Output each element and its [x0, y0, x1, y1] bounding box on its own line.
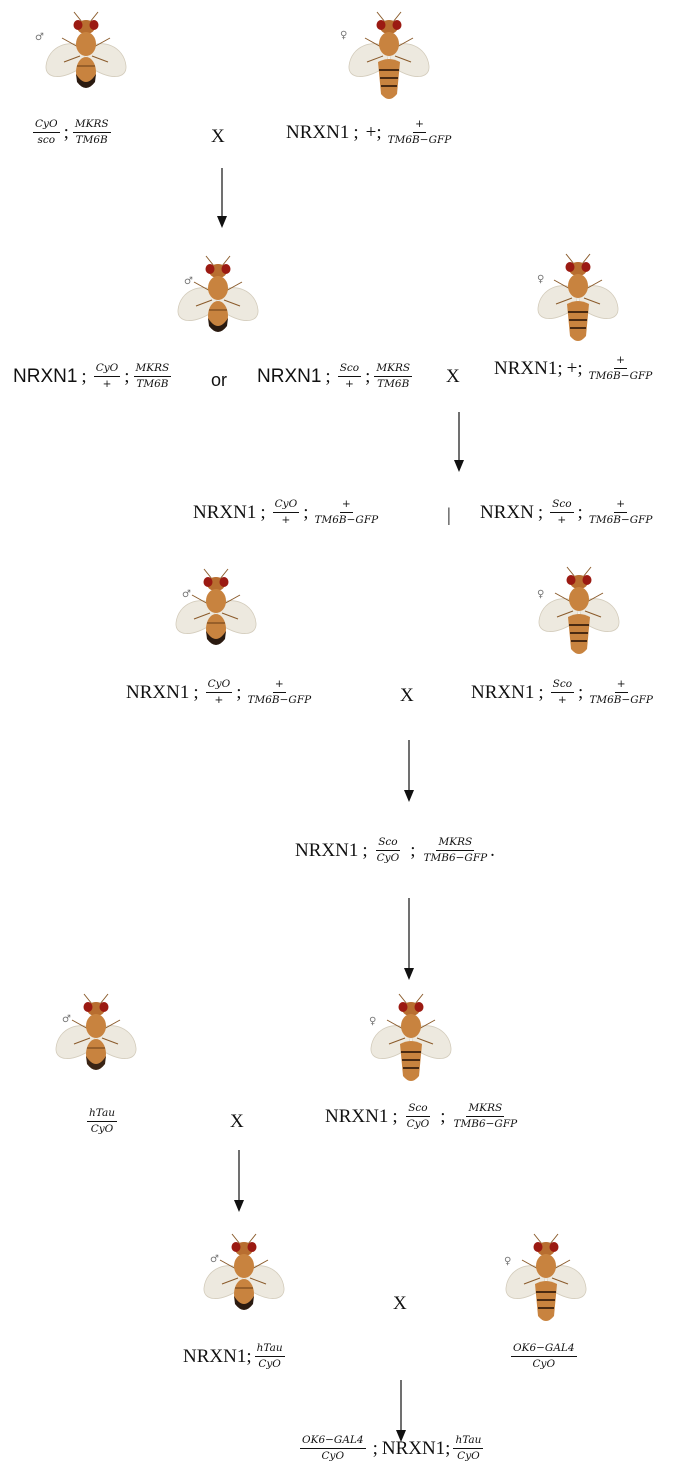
cross-symbol: X: [393, 1293, 407, 1315]
fly-female-f2: ♀: [533, 563, 625, 661]
female-symbol: ♀: [504, 1256, 511, 1267]
genotype-f2-b: NRXN; Sco+ ; +TM6B−GFP: [480, 498, 658, 527]
fly-male-htau: ♂: [50, 990, 142, 1088]
fly-male-parent-1: ♂: [40, 8, 132, 106]
arrow-down-3: [402, 740, 416, 802]
fly-female-parent-1: ♀: [343, 8, 435, 106]
cross-symbol: X: [446, 366, 460, 388]
cross-symbol: X: [211, 126, 225, 148]
male-symbol: ♂: [35, 32, 44, 43]
female-symbol: ♀: [340, 30, 347, 41]
fraction-plus-tm6b-gfp: +TM6B−GFP: [386, 118, 454, 147]
cross-symbol: X: [230, 1111, 244, 1133]
fly-male-f2: ♂: [170, 565, 262, 663]
genotype-f2-female-cross: NRXN1; Sco+ ; +TM6B−GFP: [471, 678, 658, 707]
fly-male-nrxn1-htau: ♂: [198, 1230, 290, 1328]
arrow-down-4: [402, 898, 416, 980]
male-symbol: ♂: [182, 589, 191, 600]
female-symbol: ♀: [537, 274, 544, 285]
genotype-f2-a: NRXN1; CyO+ ; +TM6B−GFP: [193, 498, 383, 527]
arrow-down-6: [394, 1380, 408, 1442]
arrow-down-1: [215, 168, 229, 228]
male-symbol: ♂: [62, 1014, 71, 1025]
pipe-separator: |: [447, 505, 451, 527]
fly-female-f1: ♀: [532, 250, 624, 348]
female-symbol: ♀: [537, 589, 544, 600]
arrow-down-2: [452, 412, 466, 472]
fly-female-stock: ♀: [365, 990, 457, 1088]
or-label: or: [211, 370, 227, 391]
female-symbol: ♀: [369, 1016, 376, 1027]
cross-symbol: X: [400, 685, 414, 707]
fly-female-ok6: ♀: [500, 1230, 592, 1328]
genotype-p1-female: NRXN1;+; +TM6B−GFP: [286, 118, 456, 147]
fly-male-f1: ♂: [172, 252, 264, 350]
genotype-f2-male-cross: NRXN1; CyO+ ; +TM6B−GFP: [126, 678, 316, 707]
genotype-f1-female: NRXN1;+; +TM6B−GFP: [494, 354, 657, 383]
male-symbol: ♂: [210, 1254, 219, 1265]
arrow-down-5: [232, 1150, 246, 1212]
male-symbol: ♂: [184, 276, 193, 287]
